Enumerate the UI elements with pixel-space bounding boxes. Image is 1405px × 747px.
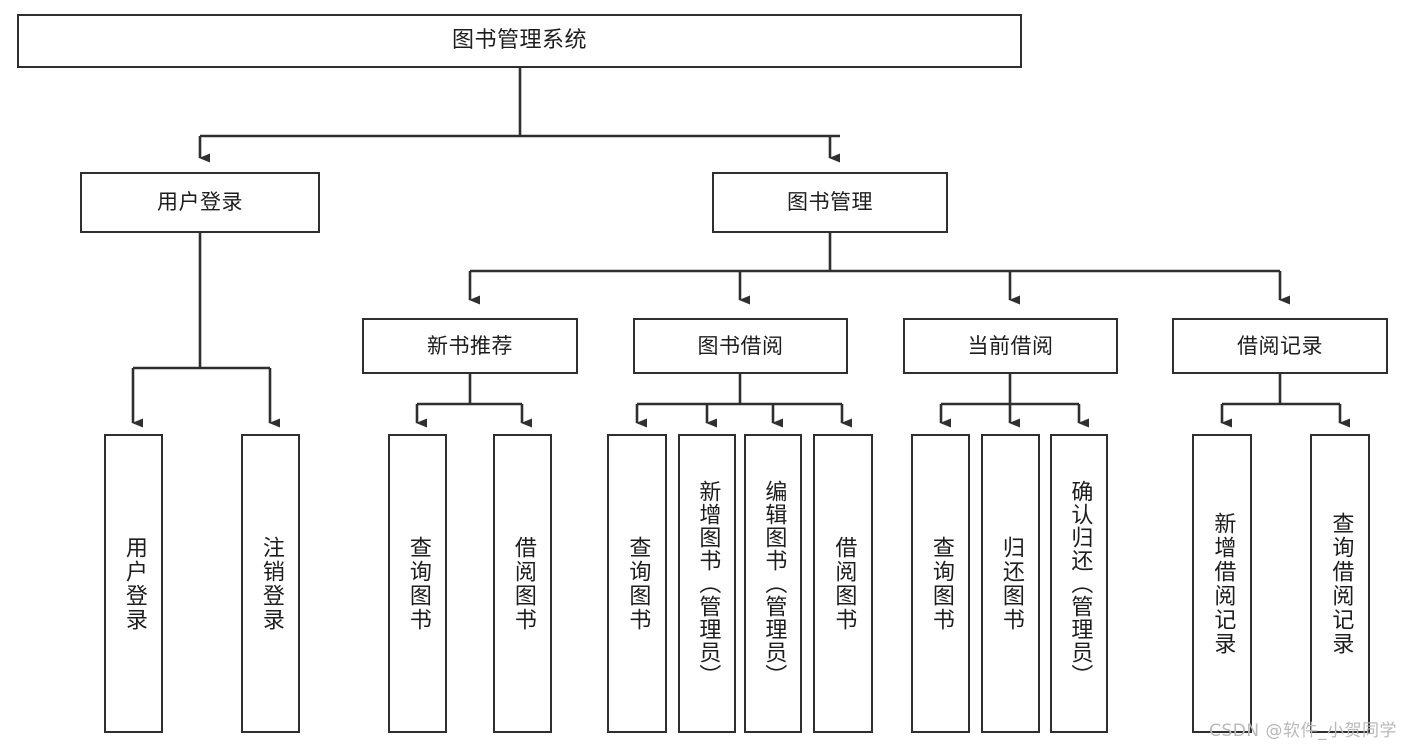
node-leaf-query-borrow-record-label: 查询借阅记录: [1328, 511, 1354, 656]
watermark-text: CSDN @软件_小贺同学: [1209, 721, 1397, 741]
node-user-login-label: 用户登录: [157, 190, 243, 215]
node-root-system[interactable]: 图书管理系统: [17, 14, 1022, 68]
node-book-management-label: 图书管理: [787, 190, 873, 215]
edges-root-to-level1: [198, 68, 840, 163]
node-book-management[interactable]: 图书管理: [712, 172, 948, 233]
edges-current-borrow-to-leaves: [939, 374, 1089, 428]
node-leaf-borrow-book-recommend[interactable]: 借阅图书: [493, 434, 552, 733]
node-leaf-user-login-label: 用户登录: [121, 535, 147, 632]
node-leaf-borrow-book[interactable]: 借阅图书: [813, 434, 873, 733]
node-leaf-user-login[interactable]: 用户登录: [104, 434, 163, 733]
node-root-system-label: 图书管理系统: [451, 28, 587, 54]
node-leaf-add-book-admin-label: 新增图书（管理员）: [695, 480, 721, 687]
node-leaf-query-book-recommend[interactable]: 查询图书: [388, 434, 447, 733]
edges-book-mgmt-to-level2: [468, 233, 1290, 305]
node-leaf-query-book-current[interactable]: 查询图书: [911, 434, 970, 733]
node-leaf-borrow-book-recommend-label: 借阅图书: [510, 535, 536, 632]
node-book-borrow-label: 图书借阅: [697, 333, 784, 358]
node-new-book-recommend[interactable]: 新书推荐: [362, 318, 578, 374]
node-leaf-add-book-admin[interactable]: 新增图书（管理员）: [678, 434, 736, 733]
node-leaf-edit-book-admin[interactable]: 编辑图书（管理员）: [744, 434, 802, 733]
node-book-borrow[interactable]: 图书借阅: [633, 318, 848, 374]
node-borrow-record[interactable]: 借阅记录: [1172, 318, 1388, 374]
node-leaf-add-borrow-record[interactable]: 新增借阅记录: [1192, 434, 1252, 733]
node-current-borrow-label: 当前借阅: [967, 333, 1054, 358]
node-leaf-return-book[interactable]: 归还图书: [981, 434, 1040, 733]
edges-user-login-to-leaves: [131, 233, 280, 428]
edges-borrow-record-to-leaves: [1220, 374, 1350, 428]
edges-book-borrow-to-leaves: [635, 374, 852, 428]
node-leaf-logout[interactable]: 注销登录: [241, 434, 300, 733]
node-user-login[interactable]: 用户登录: [80, 172, 320, 233]
node-leaf-query-borrow-record[interactable]: 查询借阅记录: [1310, 434, 1370, 733]
node-leaf-add-borrow-record-label: 新增借阅记录: [1210, 511, 1236, 656]
node-leaf-query-book-borrow[interactable]: 查询图书: [607, 434, 667, 733]
node-new-book-recommend-label: 新书推荐: [427, 333, 513, 358]
node-leaf-edit-book-admin-label: 编辑图书（管理员）: [761, 480, 787, 687]
node-leaf-confirm-return-admin-label: 确认归还（管理员）: [1067, 480, 1093, 687]
node-leaf-query-book-recommend-label: 查询图书: [405, 535, 431, 632]
node-leaf-confirm-return-admin[interactable]: 确认归还（管理员）: [1050, 434, 1108, 733]
node-leaf-logout-label: 注销登录: [258, 535, 284, 632]
node-leaf-query-book-current-label: 查询图书: [928, 535, 954, 632]
node-leaf-borrow-book-label: 借阅图书: [831, 535, 857, 632]
node-leaf-query-book-borrow-label: 查询图书: [625, 535, 651, 632]
node-leaf-return-book-label: 归还图书: [998, 535, 1024, 632]
node-borrow-record-label: 借阅记录: [1237, 333, 1323, 358]
edges-new-book-to-leaves: [415, 374, 532, 428]
node-current-borrow[interactable]: 当前借阅: [903, 318, 1118, 374]
